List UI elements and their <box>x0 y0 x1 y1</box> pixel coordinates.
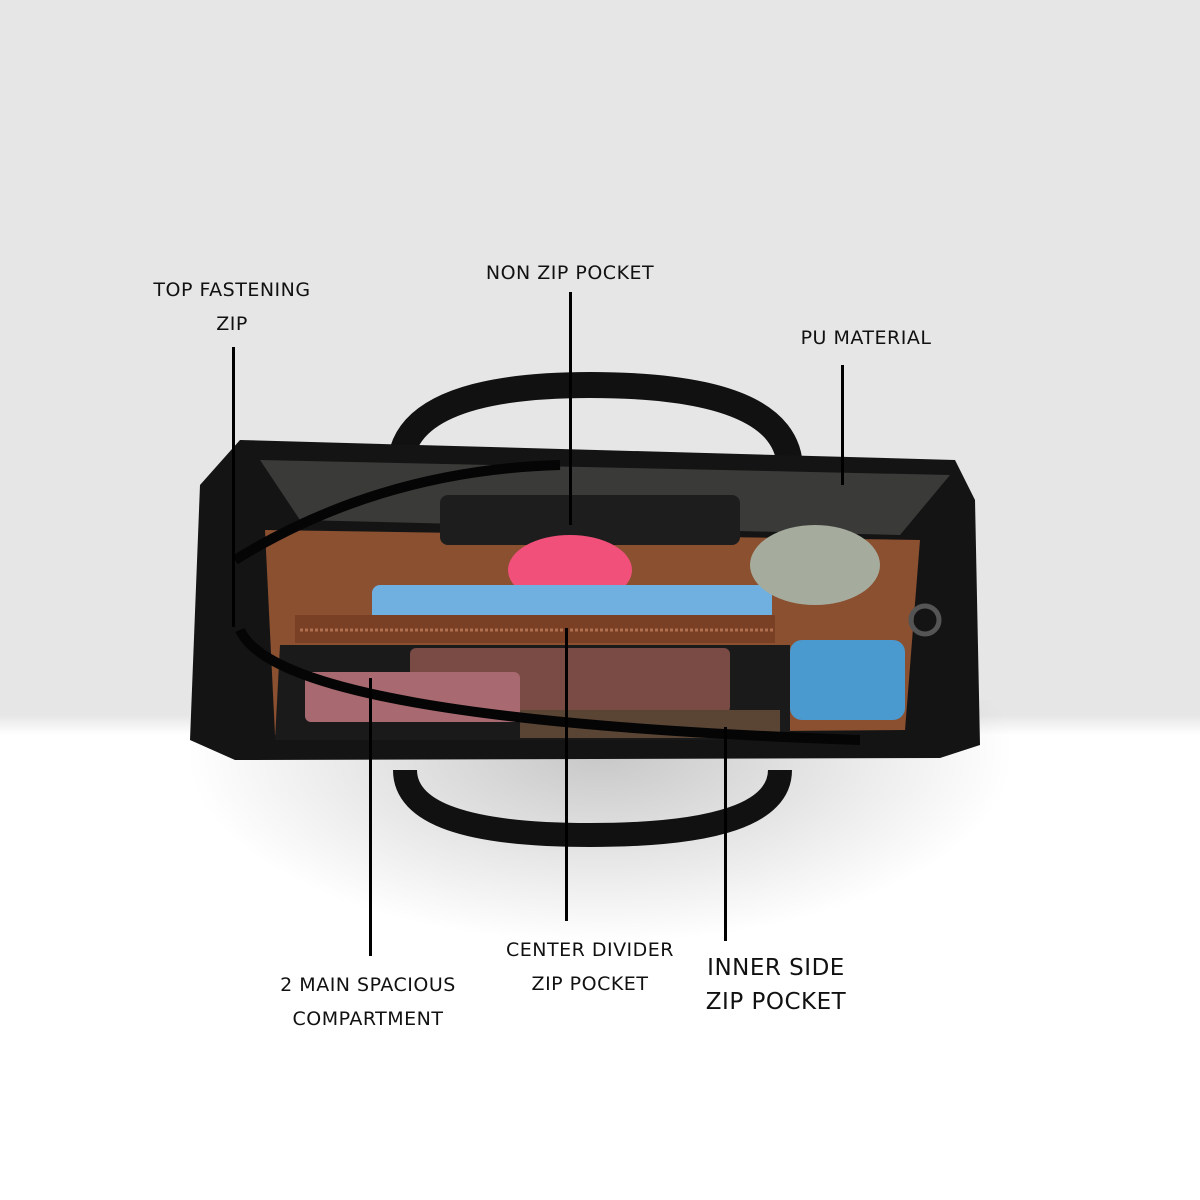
callout-center-divider: CENTER DIVIDER ZIP POCKET <box>506 933 674 1001</box>
callout-text: ZIP POCKET <box>531 973 649 995</box>
callout-text: ZIP POCKET <box>705 989 847 1015</box>
callout-text: INNER SIDE <box>707 955 845 981</box>
callout-line <box>369 678 372 956</box>
callout-text: NON ZIP POCKET <box>485 262 655 284</box>
callout-text: COMPARTMENT <box>292 1008 444 1030</box>
callout-line <box>569 292 572 525</box>
callout-line <box>565 628 568 921</box>
callout-text: CENTER DIVIDER <box>505 939 675 961</box>
callout-line <box>841 365 844 485</box>
green-bottle <box>750 525 880 605</box>
callout-text: PU MATERIAL <box>800 327 932 349</box>
callout-main-compartment: 2 MAIN SPACIOUS COMPARTMENT <box>280 968 456 1036</box>
callout-inner-side: INNER SIDE ZIP POCKET <box>706 951 846 1019</box>
callout-line <box>724 727 727 941</box>
callout-text: 2 MAIN SPACIOUS <box>280 974 456 996</box>
back-handle <box>387 371 803 471</box>
callout-non-zip-pocket: NON ZIP POCKET <box>486 256 654 290</box>
front-handle <box>393 768 792 848</box>
callout-line <box>232 347 235 627</box>
callout-pu-material: PU MATERIAL <box>801 321 932 355</box>
callout-text: TOP FASTENING <box>153 279 311 301</box>
black-pouch <box>440 495 740 545</box>
blue-container <box>790 640 905 720</box>
callout-text: ZIP <box>216 313 248 335</box>
callout-top-zip: TOP FASTENING ZIP <box>153 273 310 341</box>
